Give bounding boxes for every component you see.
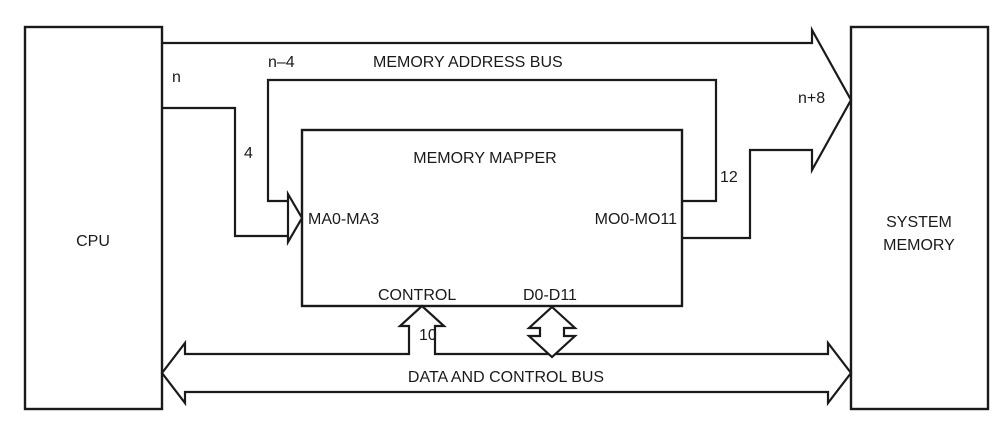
- cpu-to-mapper-path: [162, 106, 288, 238]
- system-memory-label-line1: SYSTEM: [886, 214, 952, 231]
- mapper-input-arrowhead: [286, 189, 304, 247]
- mapper-output-signal-label: MO0-MO11: [595, 211, 677, 228]
- cpu-output-width-label: n: [172, 69, 181, 86]
- control-signal-label: CONTROL: [378, 287, 456, 304]
- data-and-control-bus-label: DATA AND CONTROL BUS: [408, 369, 604, 386]
- mapper-input-signal-label: MA0-MA3: [308, 211, 379, 228]
- mapper-output-width-label: 12: [720, 169, 738, 186]
- address-bypass-path: [266, 78, 718, 203]
- data-bidirectional-arrow: [526, 305, 578, 359]
- data-and-control-bus-arrow: [160, 304, 853, 407]
- data-signal-label: D0-D11: [523, 287, 577, 304]
- control-width-label: 10: [419, 327, 437, 344]
- cpu-block: [23, 25, 164, 411]
- mapper-input-width-label: 4: [244, 145, 253, 162]
- memory-mapper-label: MEMORY MAPPER: [413, 150, 556, 167]
- system-memory-label-line2: MEMORY: [883, 237, 955, 254]
- system-memory-block: [849, 25, 990, 411]
- memory-address-bus-arrow: [162, 25, 853, 240]
- cpu-label: CPU: [76, 233, 110, 250]
- memory-mapper-block: [300, 128, 684, 308]
- memory-address-bus-label: MEMORY ADDRESS BUS: [373, 54, 563, 71]
- bypass-width-label: n–4: [268, 54, 295, 71]
- memory-input-width-label: n+8: [798, 90, 825, 107]
